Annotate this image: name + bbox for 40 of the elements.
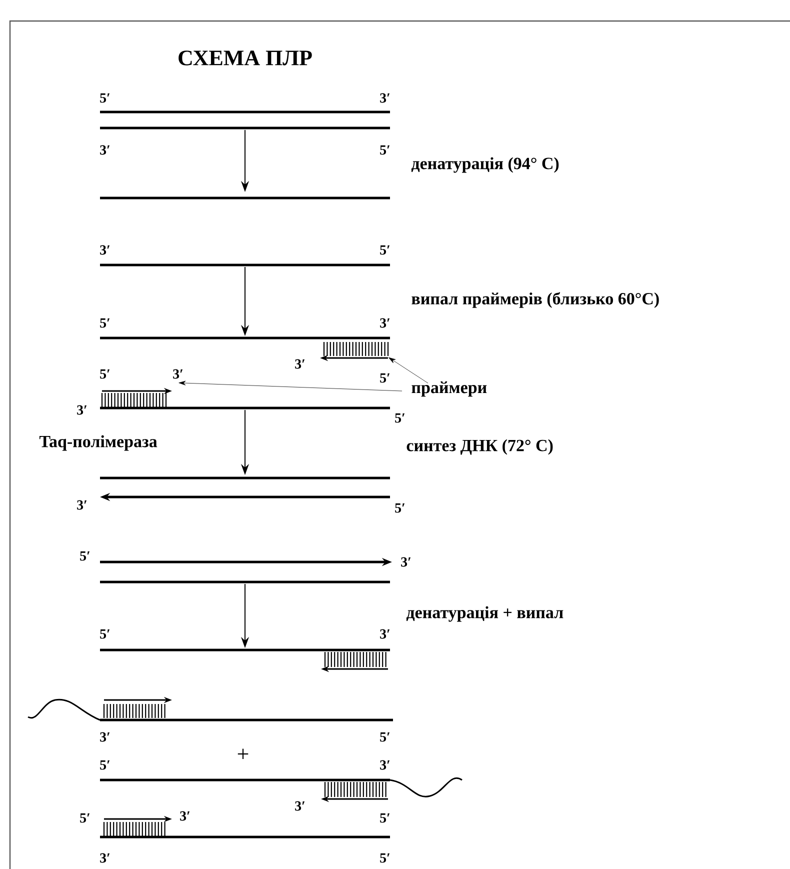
title: СХЕМА ПЛР — [178, 50, 312, 66]
leader-line — [388, 357, 428, 384]
end-label: 3′ — [100, 245, 110, 255]
step-label: синтез ДНК (72° C) — [406, 439, 553, 455]
end-label: 3′ — [380, 93, 390, 103]
end-label: 3′ — [77, 405, 87, 415]
end-label: 5′ — [395, 413, 405, 423]
end-label: 5′ — [100, 318, 110, 328]
end-label: 5′ — [380, 732, 390, 742]
end-label: 5′ — [395, 503, 405, 513]
end-label: 3′ — [295, 359, 305, 369]
end-label: 3′ — [380, 318, 390, 328]
end-label: 3′ — [180, 811, 190, 821]
annotation-text: праймери — [412, 381, 487, 397]
end-label: 5′ — [80, 551, 90, 561]
step-label: випал праймерів (близько 60°C) — [412, 292, 659, 308]
end-label: 5′ — [380, 145, 390, 155]
step-label: денатурація (94° C) — [411, 157, 559, 173]
end-label: 3′ — [100, 145, 110, 155]
step-label: денатурація + випал — [406, 606, 564, 622]
end-label: 5′ — [100, 760, 110, 770]
end-label: 3′ — [380, 629, 390, 639]
end-label: 5′ — [380, 373, 390, 383]
step-label: Taq-полімераза — [39, 435, 158, 451]
end-label: 3′ — [173, 369, 183, 379]
end-label: 3′ — [100, 732, 110, 742]
leader-line — [178, 380, 402, 392]
end-label: 3′ — [77, 500, 87, 510]
end-label: 5′ — [100, 629, 110, 639]
end-label: 3′ — [295, 801, 305, 811]
end-label: 5′ — [80, 813, 90, 823]
end-label: 3′ — [100, 853, 110, 863]
end-label: 5′ — [100, 93, 110, 103]
end-label: 5′ — [380, 853, 390, 863]
end-label: 5′ — [380, 813, 390, 823]
end-label: 5′ — [380, 245, 390, 255]
plus-sign: + — [238, 748, 248, 760]
end-label: 5′ — [100, 369, 110, 379]
end-label: 3′ — [401, 557, 411, 567]
end-label: 3′ — [380, 760, 390, 770]
